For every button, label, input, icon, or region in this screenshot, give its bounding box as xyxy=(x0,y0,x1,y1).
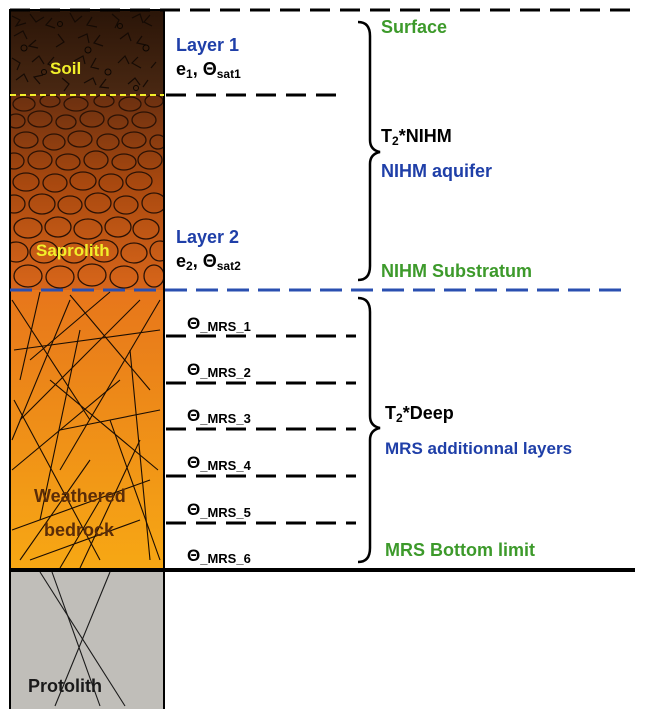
mrs-additional-label: MRS additionnal layers xyxy=(385,439,572,458)
mrs-theta-labels: Θ_MRS_1 Θ_MRS_2 Θ_MRS_3 Θ_MRS_4 Θ_MRS_5 … xyxy=(187,314,252,566)
layer1-title: Layer 1 xyxy=(176,35,239,55)
weathered-bedrock-band xyxy=(10,290,164,570)
layer2-title: Layer 2 xyxy=(176,227,239,247)
nihm-brace xyxy=(357,20,381,282)
mrs-theta-1: Θ_MRS_1 xyxy=(187,314,251,334)
saprolith-label: Saprolith xyxy=(36,241,110,260)
saprolith-band xyxy=(10,95,164,290)
layer1-params: e1, Θsat1 xyxy=(176,59,241,81)
nihm-aquifer-label: NIHM aquifer xyxy=(381,161,492,181)
soil-band xyxy=(10,10,164,95)
weathered-label-line1: Weathered xyxy=(34,486,126,506)
mrs-theta-6: Θ_MRS_6 xyxy=(187,546,251,566)
protolith-band xyxy=(10,570,164,709)
mrs-theta-5: Θ_MRS_5 xyxy=(187,500,251,520)
soil-label: Soil xyxy=(50,59,81,78)
mrs-bottom-label: MRS Bottom limit xyxy=(385,540,535,560)
mrs-theta-2: Θ_MRS_2 xyxy=(187,360,251,380)
nihm-substratum-label: NIHM Substratum xyxy=(381,261,532,281)
weathered-label-line2: bedrock xyxy=(44,520,115,540)
mrs-t2-label: T2*Deep xyxy=(385,403,454,425)
layer2-params: e2, Θsat2 xyxy=(176,251,241,273)
nihm-t2-label: T2*NIHM xyxy=(381,126,452,148)
mrs-theta-3: Θ_MRS_3 xyxy=(187,406,251,426)
surface-label: Surface xyxy=(381,17,447,37)
mrs-theta-4: Θ_MRS_4 xyxy=(187,453,252,473)
mrs-brace xyxy=(357,296,381,564)
mrs-layer-lines xyxy=(166,334,356,525)
protolith-label: Protolith xyxy=(28,676,102,696)
